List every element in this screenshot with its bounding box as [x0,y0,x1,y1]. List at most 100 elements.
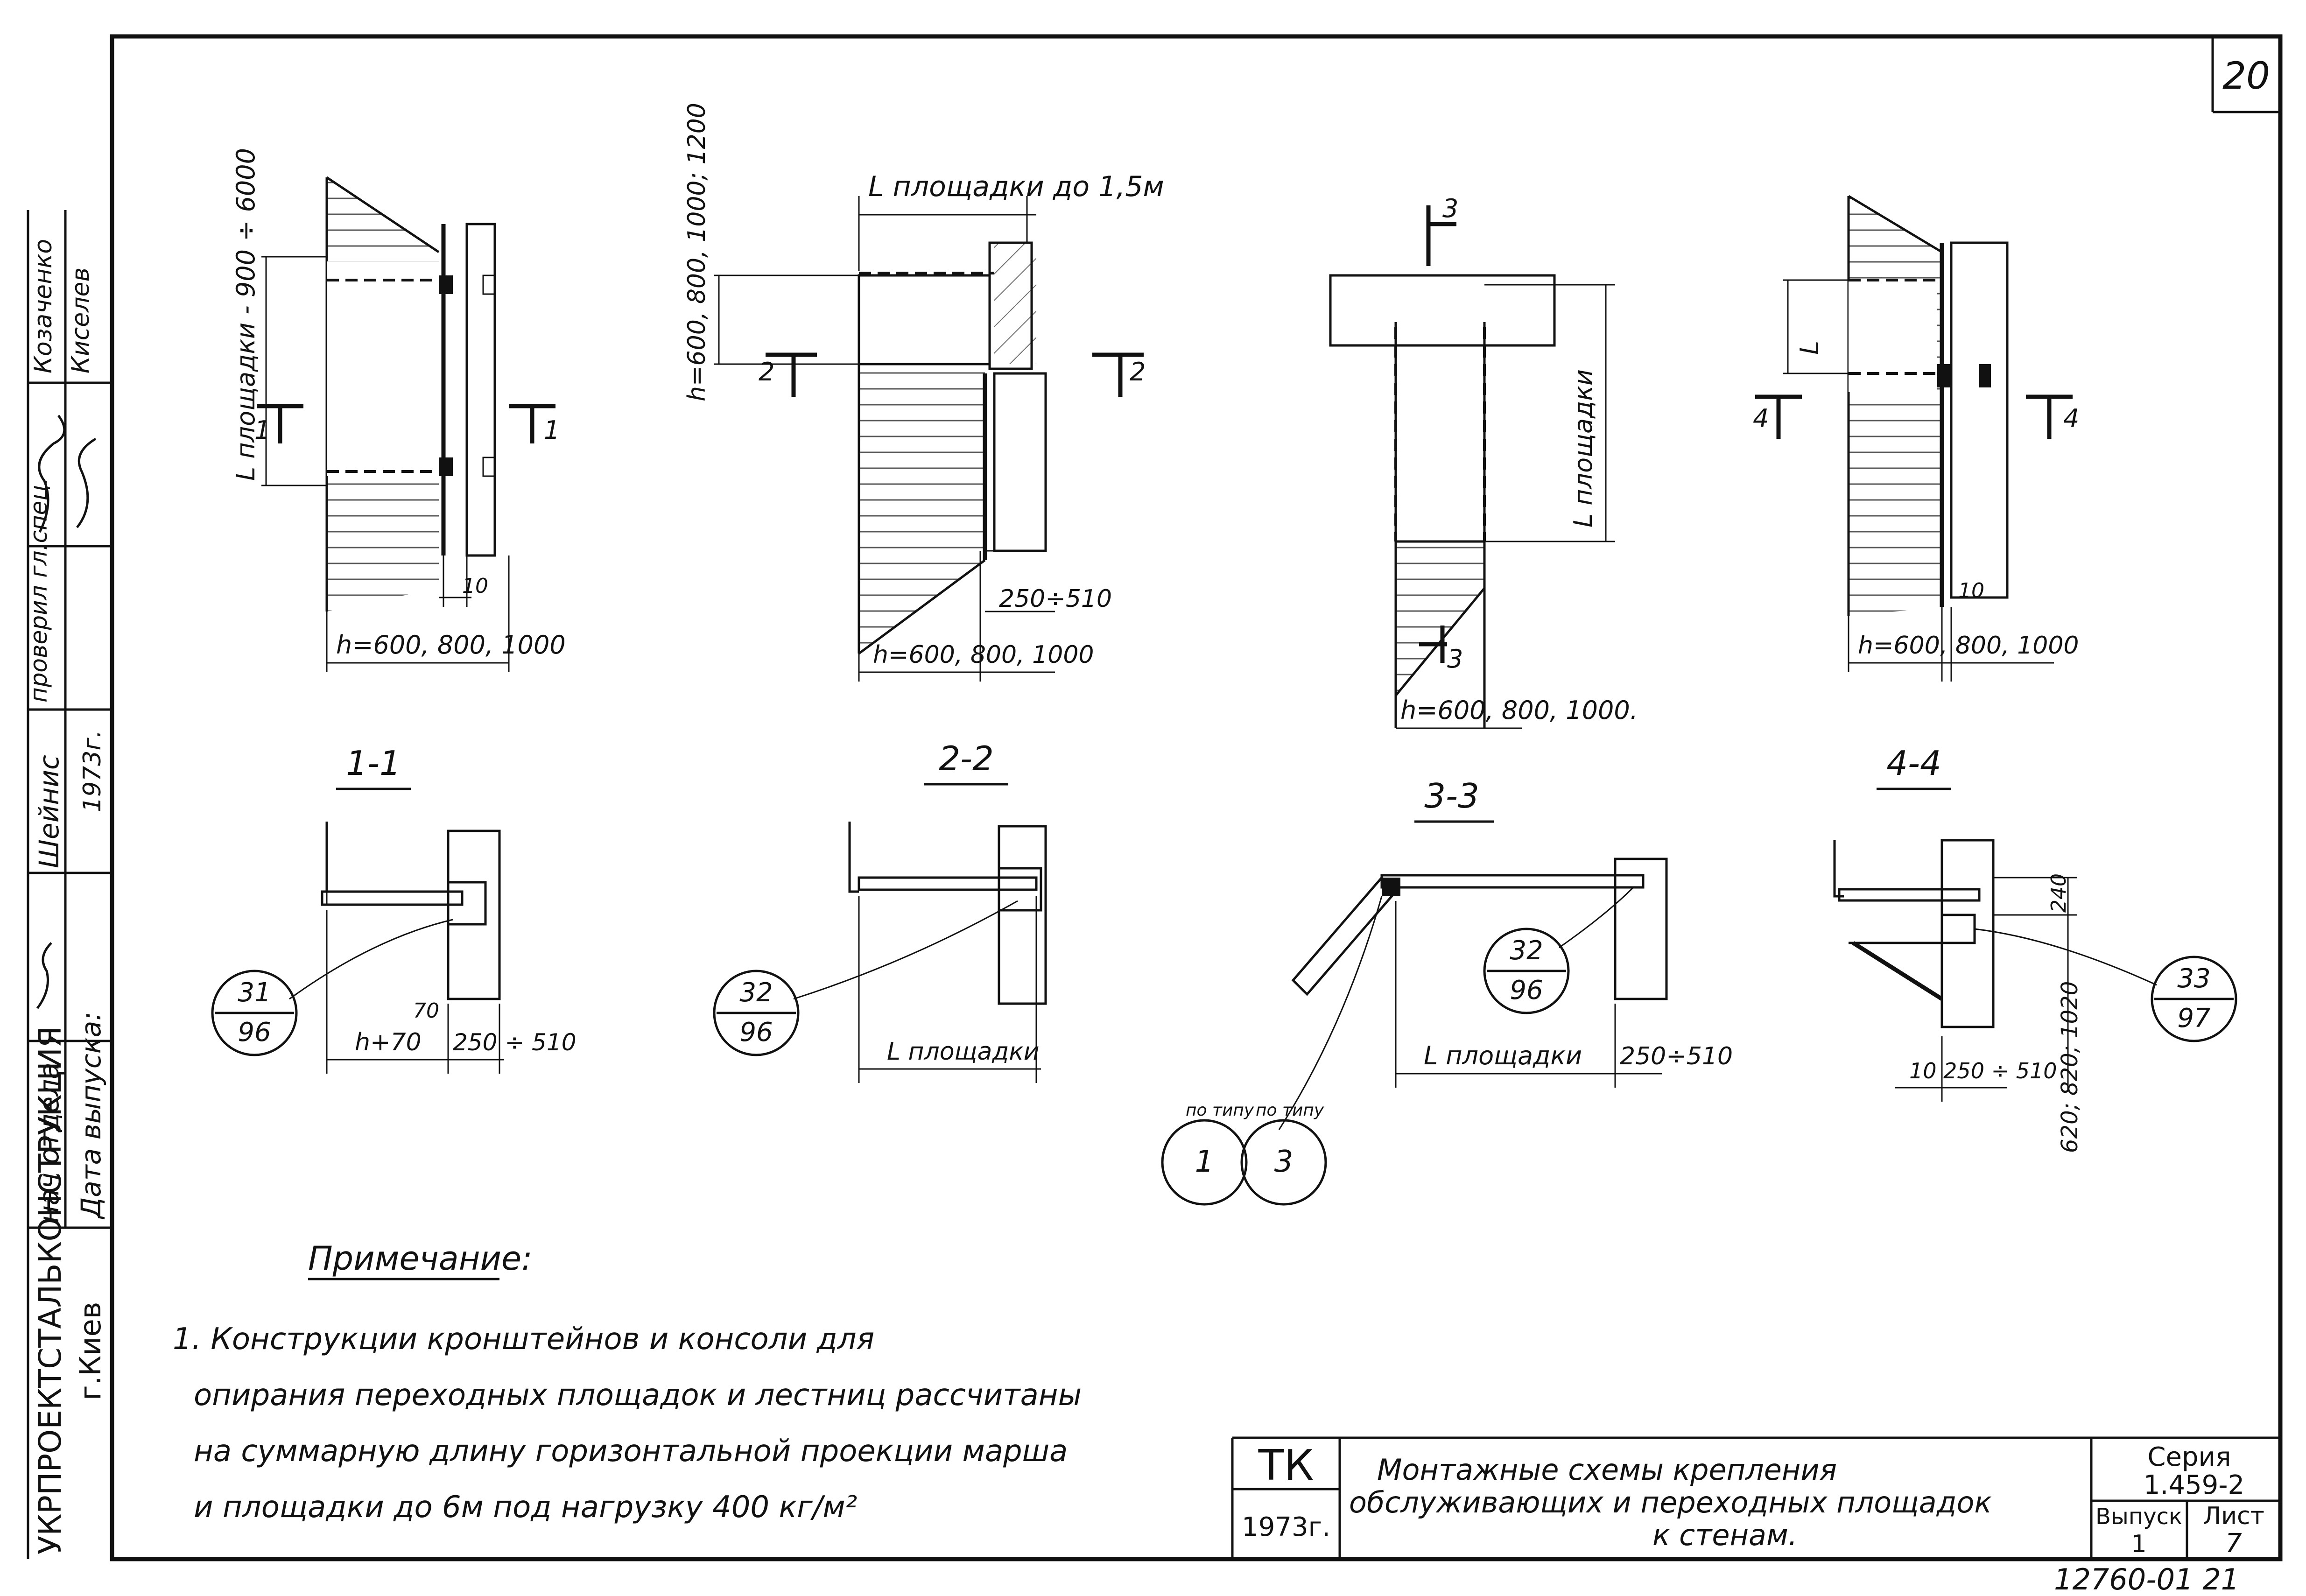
v4-cut-right [2026,394,2073,439]
s2-dim-a: L площадки [887,1038,1040,1066]
made-name: Киселев [67,267,95,373]
v1-cut-right [509,404,555,443]
s3-type-label-b: по типу [1256,1101,1324,1120]
v3-dim-right: L площадки [1568,369,1598,527]
v2-cut-left [766,352,817,397]
s3-title: 3-3 [1424,776,1479,816]
svg-text:3: 3 [1447,644,1463,674]
s2-callout [713,970,800,1056]
org-city: г.Киев [73,1302,107,1400]
tb-issue-label: Выпуск [2095,1504,2182,1530]
signature-checker [38,415,66,533]
svg-text:2: 2 [759,357,774,387]
s4-dim-v: 620; 820; 1020 [2057,981,2083,1153]
signature-chief [36,942,52,1009]
s1-callout [211,970,298,1056]
left-stamp-strip: УКРПРОЕКТСТАЛЬКОНСТРУКЦИЯ г.Киев нач отд… [25,210,112,1559]
chief-name: Шейнис [33,755,65,868]
tb-title-1: Монтажные схемы крепления [1377,1453,1837,1487]
tb-sheet-value: 7 [2225,1528,2242,1559]
svg-text:32: 32 [739,977,773,1008]
v2-dim-bottom: h=600, 800, 1000 [873,641,1094,669]
sheet-frame [110,34,2283,1561]
bottom-number: 12760-01 21 [2054,1562,2239,1596]
section-2-2: 2-2 32 96 L площадки [713,739,1047,1083]
view-4: L 4 4 10 h=600, 800, 1000 [1753,195,2079,682]
v2-cut-right [1092,352,1144,397]
v4-dim-ten: 10 [1958,579,1984,603]
svg-text:1: 1 [544,415,560,445]
v4-cut-left [1755,394,1802,439]
v2-dim-top: L площадки до 1,5м [868,170,1164,203]
svg-text:2: 2 [1130,357,1146,387]
checked-label: проверил гл.спец. [25,478,52,703]
note-line-2: опирания переходных площадок и лестниц р… [194,1378,1082,1413]
chief-label: нач отдела [33,1062,65,1223]
s1-dim-b: 250 ÷ 510 [453,1029,576,1056]
title-block: ТК 1973г. Монтажные схемы крепления обсл… [1231,1436,2280,1559]
v3-cut-bottom [1419,626,1447,663]
svg-text:96: 96 [1510,975,1543,1005]
v1-dim-left: L площадки - 900 ÷ 6000 [231,148,260,481]
sheet-number-box: 20 [2211,36,2280,113]
view-2: L площадки до 1,5м h=600, 800, 1000; 120… [683,103,1164,682]
s4-callout [2151,956,2237,1042]
svg-text:31: 31 [238,977,271,1008]
svg-text:1: 1 [254,415,270,445]
view-1: L площадки - 900 ÷ 6000 h=600, 800, 1000… [231,148,566,672]
v4-dim-bottom: h=600, 800, 1000 [1858,632,2079,660]
s1-dim-a: h+70 [355,1028,422,1056]
note-line-1: 1. Конструкции кронштейнов и консоли для [173,1322,874,1357]
tb-code: ТК [1258,1441,1314,1490]
note-heading: Примечание: [308,1239,533,1278]
s3-type-label-a: по типу [1186,1101,1254,1120]
v4-dim-left: L [1795,341,1824,355]
v1-dim-bottom: h=600, 800, 1000 [336,630,566,660]
section-4-4: 4-4 33 97 240 620; 820; 1020 10 250 ÷ 51… [1833,744,2237,1153]
section-1-1: 1-1 31 96 h+70 250 ÷ 510 70 [211,744,576,1074]
s3-callout [1483,928,1570,1014]
s3-type-a-circle [1161,1119,1248,1206]
s1-dim-ten: 70 [413,999,439,1023]
v2-dim-wall: 250÷510 [999,585,1112,613]
svg-text:3: 3 [1442,194,1458,223]
tb-sheet-label: Лист [2203,1502,2264,1530]
v2-dim-left: h=600, 800, 1000; 1200 [683,103,711,401]
date-label: Дата выпуска: [75,1012,107,1220]
tb-year: 1973г. [1242,1512,1330,1542]
svg-text:96: 96 [238,1017,271,1048]
v1-cut-left [257,404,303,443]
s4-dim-h: 240 [2047,873,2071,913]
section-3-3: 3-3 32 96 L площадки 250÷510 по типу по … [1161,776,1733,1206]
signature-maker [76,437,97,528]
v3-cut-top [1426,205,1456,266]
svg-text:4: 4 [1753,404,1769,433]
org-name: УКРПРОЕКТСТАЛЬКОНСТРУКЦИЯ [32,1026,68,1554]
v1-dim-ten: 10 [462,574,488,598]
tb-title-3: к стенам. [1652,1518,1798,1552]
checked-name: Козаченко [29,239,57,373]
svg-text:33: 33 [2177,963,2210,994]
svg-text:3: 3 [1274,1145,1294,1179]
tb-series-label: Серия [2147,1442,2231,1472]
svg-text:32: 32 [1510,935,1543,966]
svg-text:1: 1 [1195,1145,1214,1179]
svg-text:4: 4 [2063,404,2079,433]
s3-dim-a: L площадки [1424,1041,1582,1070]
note-line-3: на суммарную длину горизонтальной проекц… [194,1434,1068,1469]
svg-text:97: 97 [2177,1003,2211,1034]
tb-series-value: 1.459-2 [2144,1470,2244,1500]
s1-title: 1-1 [346,744,401,783]
svg-text:96: 96 [739,1017,773,1048]
tb-title-2: обслуживающих и переходных площадок [1349,1485,1992,1519]
tb-issue-value: 1 [2131,1530,2146,1558]
note-block: Примечание: 1. Конструкции кронштейнов и… [173,1239,1082,1525]
date-value: 1973г. [78,730,106,812]
s4-dim-a: 10 250 ÷ 510 [1909,1058,2057,1083]
view-3: 3 L площадки h=600, 800, 1000. 3 [1329,194,1638,729]
v3-dim-bottom: h=600, 800, 1000. [1400,696,1638,725]
s4-title: 4-4 [1886,744,1941,783]
s3-dim-b: 250÷510 [1620,1042,1733,1070]
s2-title: 2-2 [939,739,994,778]
